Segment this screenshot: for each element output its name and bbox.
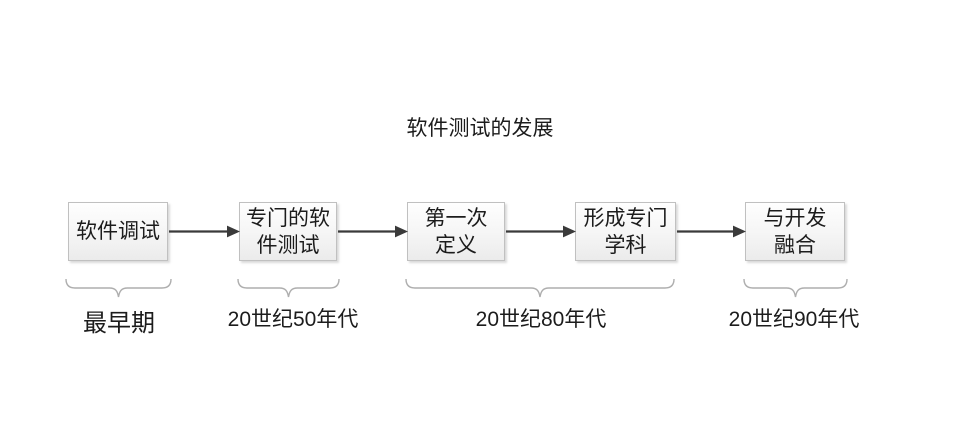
flow-box-dedicated-software-testing: 专门的软 件测试 xyxy=(239,202,337,261)
timeline-label-1950s: 20世纪50年代 xyxy=(227,308,359,331)
timeline-brace-earliest xyxy=(65,278,172,298)
flow-box-first-definition: 第一次 定义 xyxy=(407,202,505,261)
timeline-brace-1980s xyxy=(405,278,675,298)
timeline-brace-1950s xyxy=(237,278,340,298)
timeline-brace-1990s xyxy=(743,278,848,298)
flow-arrow-2 xyxy=(338,225,408,238)
flow-box-dev-integration: 与开发 融合 xyxy=(745,202,845,261)
flow-box-discipline-formed: 形成专门 学科 xyxy=(575,202,676,261)
flow-arrow-4 xyxy=(677,225,746,238)
timeline-label-1990s: 20世纪90年代 xyxy=(728,308,860,331)
flow-arrow-1 xyxy=(169,225,240,238)
timeline-label-1980s: 20世纪80年代 xyxy=(475,308,607,331)
flow-arrow-3 xyxy=(506,225,576,238)
timeline-label-earliest: 最早期 xyxy=(83,311,155,337)
diagram-title: 软件测试的发展 xyxy=(406,117,554,140)
flow-box-software-debugging: 软件调试 xyxy=(68,202,168,261)
